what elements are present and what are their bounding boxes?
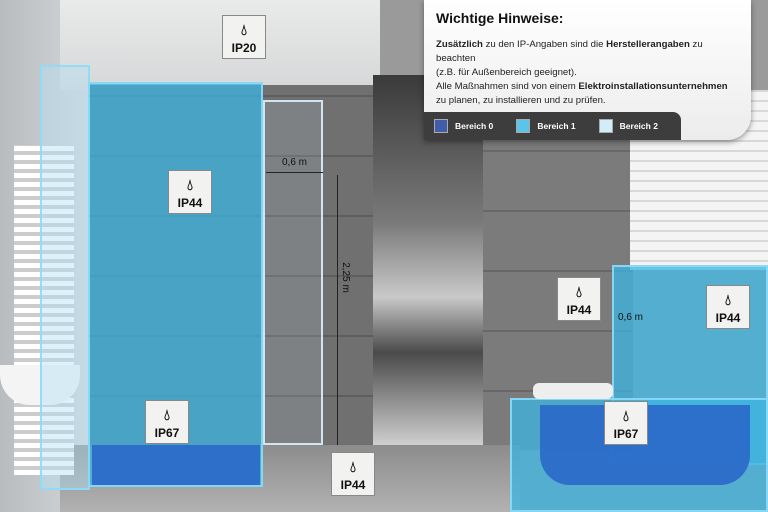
dimension-bath-width: 0,6 m bbox=[618, 312, 644, 323]
info-title: Wichtige Hinweise: bbox=[436, 10, 564, 26]
legend-swatch bbox=[516, 119, 531, 133]
ip-label: 💧︎IP67 bbox=[145, 400, 189, 444]
ip-label: 💧︎IP44 bbox=[706, 285, 750, 329]
legend-item: Bereich 0 bbox=[434, 119, 516, 133]
legend-item: Bereich 1 bbox=[516, 119, 598, 133]
ceiling bbox=[60, 0, 380, 90]
water-drop-icon: 💧︎ bbox=[575, 284, 582, 301]
legend-swatch bbox=[434, 119, 448, 133]
zone-0-shower-tray bbox=[92, 445, 260, 485]
ip-label: 💧︎IP67 bbox=[604, 401, 648, 445]
ip-label: 💧︎IP44 bbox=[331, 452, 375, 496]
dimension-line-horizontal bbox=[266, 172, 323, 173]
zone-2-shower bbox=[40, 65, 90, 490]
info-box: Wichtige Hinweise: Zusätzlich zu den IP-… bbox=[424, 0, 751, 140]
ip-label: 💧︎IP44 bbox=[557, 277, 601, 321]
water-drop-icon: 💧︎ bbox=[240, 22, 247, 39]
ip-label: 💧︎IP44 bbox=[168, 170, 212, 214]
water-drop-icon: 💧︎ bbox=[622, 408, 629, 425]
zone-2-shower-side bbox=[263, 100, 323, 445]
dimension-height: 2,25 m bbox=[339, 262, 351, 293]
dimension-line-vertical bbox=[337, 175, 338, 445]
ip-label: 💧︎IP20 bbox=[222, 15, 266, 59]
legend: Bereich 0 Bereich 1 Bereich 2 bbox=[424, 112, 681, 140]
water-drop-icon: 💧︎ bbox=[163, 407, 170, 424]
info-text: Zusätzlich zu den IP-Angaben sind die He… bbox=[436, 39, 728, 106]
dimension-shower-width: 0,6 m bbox=[282, 157, 308, 168]
legend-swatch bbox=[598, 119, 613, 133]
water-drop-icon: 💧︎ bbox=[349, 459, 356, 476]
toilet bbox=[533, 383, 613, 399]
water-drop-icon: 💧︎ bbox=[724, 292, 731, 309]
legend-item: Bereich 2 bbox=[598, 119, 681, 133]
towel-radiator bbox=[14, 145, 74, 475]
water-drop-icon: 💧︎ bbox=[186, 177, 193, 194]
